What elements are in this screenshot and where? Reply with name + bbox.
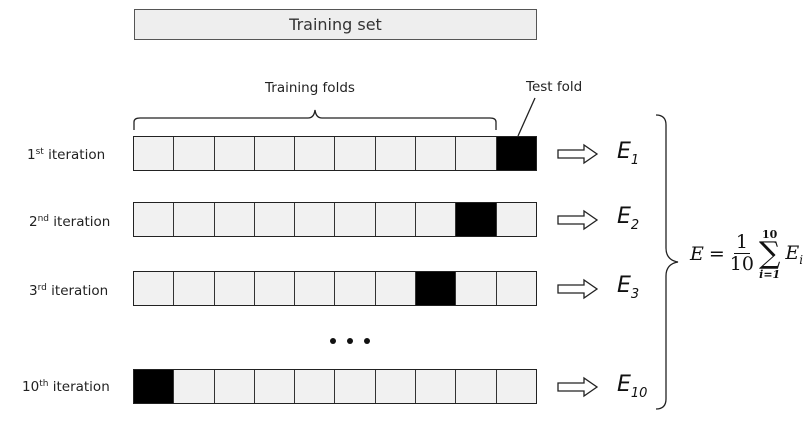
training-fold-cell	[254, 203, 296, 236]
arrow-right-icon	[556, 376, 600, 398]
training-fold-cell	[496, 272, 536, 305]
arrow-right-icon	[556, 278, 600, 300]
error-e3: E3	[617, 273, 640, 302]
training-fold-cell	[335, 370, 376, 403]
training-fold-cell	[214, 203, 255, 236]
ellipsis-dot	[330, 338, 336, 344]
training-fold-cell	[134, 272, 175, 305]
fold-row-10	[133, 369, 537, 404]
iteration-label-3: 3rd iteration	[29, 283, 109, 299]
training-fold-cell	[295, 203, 336, 236]
training-fold-cell	[174, 137, 215, 170]
training-folds-label: Training folds	[265, 80, 355, 96]
training-fold-cell	[416, 137, 457, 170]
formula-sum: 10 ∑ i=1	[758, 228, 781, 281]
training-fold-cell	[134, 203, 175, 236]
training-fold-cell	[214, 272, 255, 305]
training-set-bar: Training set	[134, 9, 537, 40]
training-fold-cell	[295, 370, 336, 403]
right-curly-brace	[655, 114, 679, 410]
test-fold-cell	[456, 203, 497, 236]
training-folds-brace	[133, 109, 497, 130]
training-fold-cell	[416, 203, 457, 236]
training-fold-cell	[375, 272, 417, 305]
training-fold-cell	[134, 137, 175, 170]
arrow-right-icon	[556, 209, 600, 231]
training-fold-cell	[456, 137, 497, 170]
training-fold-cell	[174, 272, 215, 305]
fold-row-3	[133, 271, 537, 306]
training-fold-cell	[254, 370, 296, 403]
ellipsis	[330, 338, 370, 344]
training-fold-cell	[496, 370, 536, 403]
ellipsis-dot	[347, 338, 353, 344]
training-fold-cell	[416, 370, 457, 403]
error-e10: E10	[617, 372, 648, 401]
training-fold-cell	[254, 137, 296, 170]
training-set-label: Training set	[289, 15, 382, 34]
formula-term: Ei	[785, 241, 804, 267]
training-fold-cell	[295, 137, 336, 170]
iteration-label-2: 2nd iteration	[29, 214, 111, 230]
ellipsis-dot	[364, 338, 370, 344]
formula-equals: =	[708, 243, 725, 266]
fold-row-2	[133, 202, 537, 237]
fold-row-1	[133, 136, 537, 171]
iteration-label-10: 10th iteration	[22, 379, 110, 395]
training-fold-cell	[496, 203, 536, 236]
training-fold-cell	[174, 370, 215, 403]
training-fold-cell	[214, 370, 255, 403]
training-fold-cell	[456, 370, 497, 403]
iteration-label-1: 1st iteration	[27, 147, 106, 163]
test-fold-cell	[496, 137, 536, 170]
training-fold-cell	[335, 272, 376, 305]
error-e1: E1	[617, 139, 640, 168]
training-fold-cell	[335, 137, 376, 170]
training-fold-cell	[375, 137, 417, 170]
test-fold-pointer	[517, 97, 536, 137]
training-fold-cell	[375, 203, 417, 236]
training-fold-cell	[214, 137, 255, 170]
error-e2: E2	[617, 204, 640, 233]
test-fold-cell	[416, 272, 457, 305]
formula-lhs: E	[690, 243, 704, 266]
error-formula: E = 1 10 10 ∑ i=1 Ei	[690, 229, 803, 280]
training-fold-cell	[335, 203, 376, 236]
test-fold-cell	[134, 370, 175, 403]
training-fold-cell	[375, 370, 417, 403]
formula-fraction: 1 10	[729, 231, 754, 276]
training-fold-cell	[456, 272, 497, 305]
test-fold-label: Test fold	[526, 79, 583, 95]
training-fold-cell	[254, 272, 296, 305]
training-fold-cell	[174, 203, 215, 236]
training-fold-cell	[295, 272, 336, 305]
arrow-right-icon	[556, 143, 600, 165]
